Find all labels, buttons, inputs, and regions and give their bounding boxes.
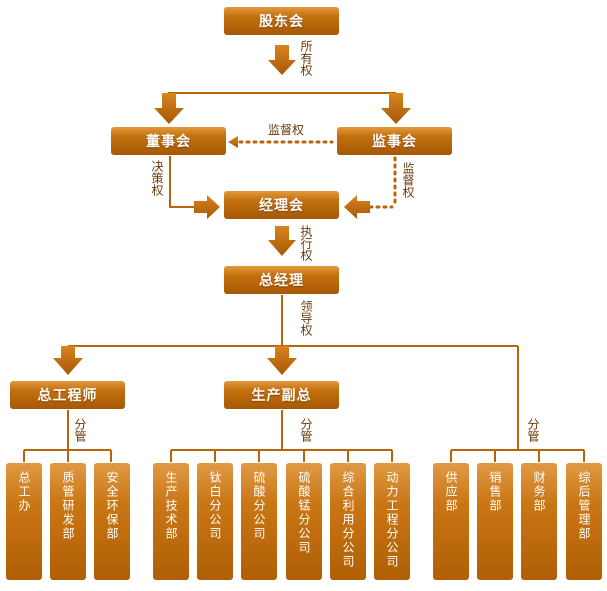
- dept-sales: 销售部: [477, 463, 513, 580]
- dept-label: 质管研发部: [61, 471, 75, 541]
- dept-safety-environment: 安全环保部: [94, 463, 130, 580]
- dept-comprehensive-utilization-branch: 综合利用分公司: [330, 463, 366, 580]
- dept-label: 安全环保部: [105, 471, 119, 541]
- dept-finance: 财务部: [521, 463, 557, 580]
- dept-chief-engineer-office: 总工办: [6, 463, 42, 580]
- dept-power-engineering-branch: 动力工程分公司: [374, 463, 410, 580]
- dept-sulfuric-acid-branch: 硫酸分公司: [241, 463, 277, 580]
- supervision-label-horizontal: 监督权: [268, 123, 305, 137]
- manage-label-chief-engineer: 分管: [73, 418, 87, 442]
- dept-label: 销售部: [488, 471, 502, 513]
- managers-meeting-box: 经理会: [224, 191, 339, 219]
- manage-label-production-vp: 分管: [299, 418, 313, 442]
- dept-label: 财务部: [532, 471, 546, 513]
- manage-label-right-branch: 分管: [526, 418, 540, 442]
- dept-label: 总工办: [17, 471, 31, 513]
- dept-production-technology: 生产技术部: [153, 463, 189, 580]
- dept-titanium-white-branch: 钛白分公司: [197, 463, 233, 580]
- dept-general-administration: 综后管理部: [566, 463, 602, 580]
- dept-label: 硫酸锰分公司: [297, 471, 311, 555]
- execution-label: 执行权: [299, 225, 313, 261]
- ownership-label: 所有权: [299, 40, 313, 76]
- dept-label: 综合利用分公司: [341, 471, 355, 569]
- supervision-label-vertical: 监督权: [401, 162, 415, 198]
- dept-label: 动力工程分公司: [385, 471, 399, 569]
- leadership-label: 领导权: [299, 300, 313, 336]
- dept-label: 生产技术部: [164, 471, 178, 541]
- decision-label: 决策权: [150, 160, 164, 196]
- chief-engineer-box: 总工程师: [10, 381, 125, 409]
- dept-manganese-sulfate-branch: 硫酸锰分公司: [286, 463, 322, 580]
- general-manager-box: 总经理: [224, 266, 339, 294]
- production-vp-box: 生产副总: [224, 381, 339, 409]
- dept-label: 供应部: [444, 471, 458, 513]
- dept-label: 钛白分公司: [208, 471, 222, 541]
- dept-quality-rd: 质管研发部: [50, 463, 86, 580]
- board-of-directors-box: 董事会: [111, 127, 226, 155]
- shareholders-meeting-box: 股东会: [224, 7, 339, 35]
- dept-supply: 供应部: [433, 463, 469, 580]
- board-of-supervisors-box: 监事会: [337, 127, 452, 155]
- dept-label: 综后管理部: [577, 471, 591, 541]
- dept-label: 硫酸分公司: [252, 471, 266, 541]
